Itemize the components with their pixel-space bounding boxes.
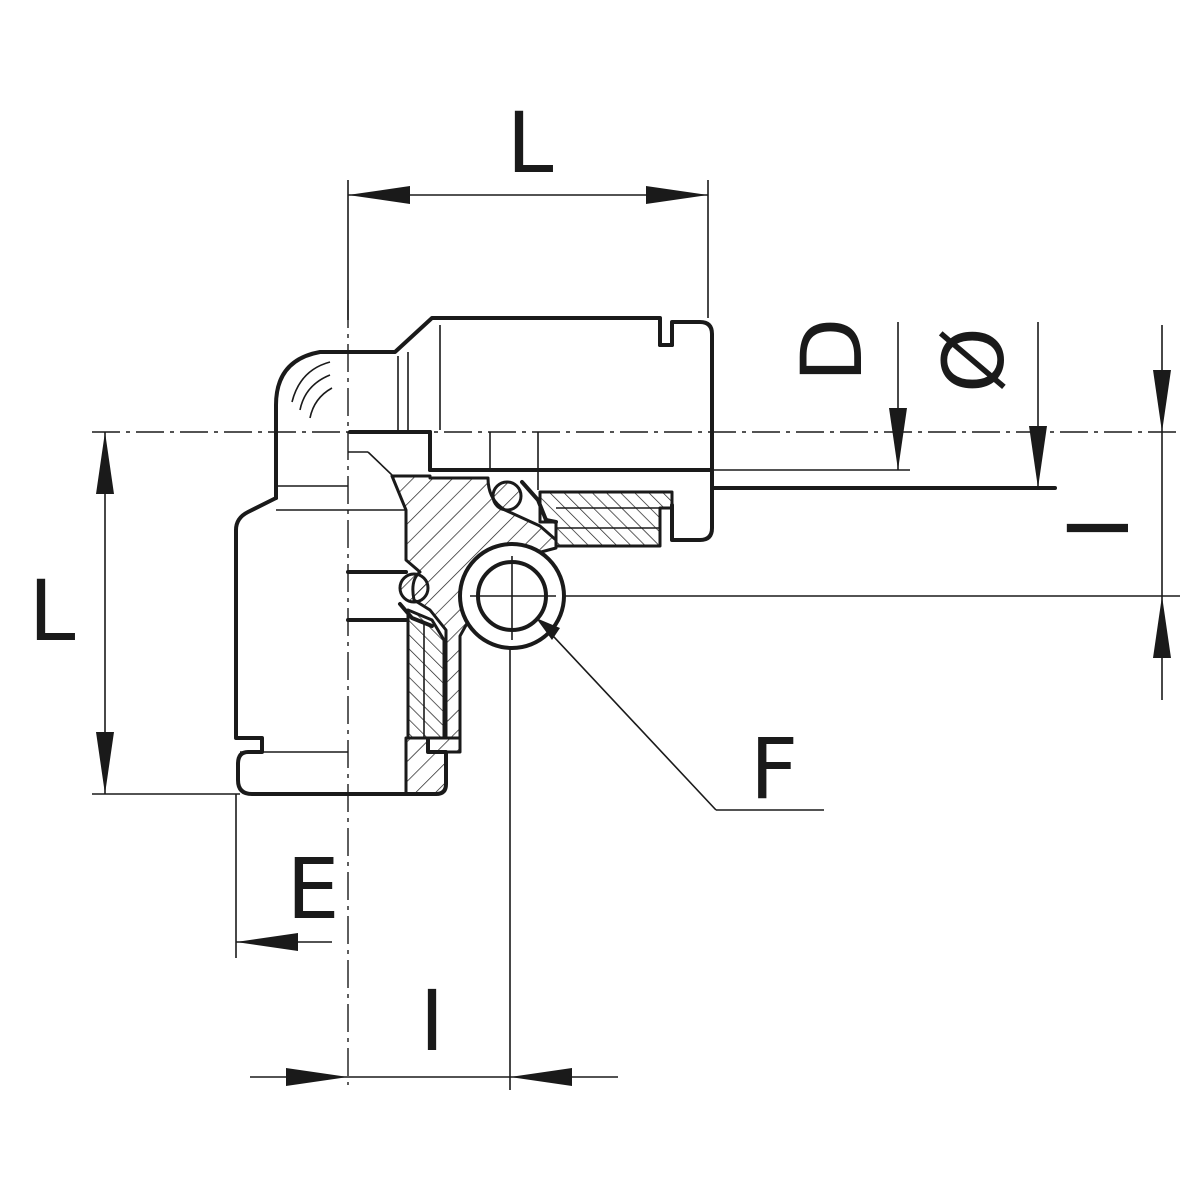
f-leader-line	[539, 621, 717, 811]
upper-leg	[274, 316, 714, 542]
dim-bottom-offset	[250, 1068, 618, 1086]
mounting-hole	[458, 542, 566, 650]
o-ring-lower	[398, 572, 430, 604]
e-arrow	[236, 933, 298, 951]
elbow-fillet-1	[291, 361, 331, 403]
o-rings	[398, 480, 558, 628]
label-bottom-offset: I	[420, 972, 445, 1070]
dim-right-offset	[1153, 325, 1171, 700]
label-right-offset: I	[1050, 516, 1148, 541]
i-bottom-arrow-left	[286, 1068, 348, 1086]
label-body: E	[286, 840, 339, 938]
elbow-fillet-2	[299, 374, 331, 411]
label-tube-diameter: D	[783, 318, 881, 383]
dim-top-length	[347, 180, 709, 320]
elbow-fillet-3	[309, 387, 333, 419]
upper-bore	[348, 430, 1057, 490]
label-top-length: L	[507, 94, 554, 192]
section-lower-flange	[404, 736, 462, 796]
i-arrow-top	[1153, 370, 1171, 432]
lower-bore	[346, 509, 408, 622]
center-lines	[92, 300, 1180, 1090]
label-thread: F	[750, 720, 798, 818]
dim-d	[889, 322, 907, 470]
f-leader-arrow	[536, 618, 560, 640]
i-arrow-bottom	[1153, 596, 1171, 658]
section-collet-vertical	[406, 608, 446, 740]
dia-arrow	[1029, 426, 1047, 488]
arrow-top	[96, 432, 114, 494]
i-bottom-arrow-right	[510, 1068, 572, 1086]
arrow-bottom	[96, 732, 114, 794]
label-diameter-symbol: Ø	[925, 327, 1023, 393]
d-arrow	[889, 408, 907, 470]
label-left-length: L	[29, 562, 76, 660]
dim-left-length	[92, 432, 240, 795]
section-collet-horizontal	[538, 490, 674, 548]
grip-ring-lower	[398, 602, 434, 628]
arrow-right	[646, 186, 708, 204]
upper-leg-outline	[274, 316, 714, 542]
f-leader	[536, 618, 824, 811]
bore-chamfer	[367, 451, 393, 476]
dim-e	[235, 794, 332, 958]
arrow-left	[348, 186, 410, 204]
o-ring-upper	[491, 480, 523, 512]
grip-ring-upper	[520, 480, 558, 524]
dim-diameter	[1029, 322, 1047, 488]
